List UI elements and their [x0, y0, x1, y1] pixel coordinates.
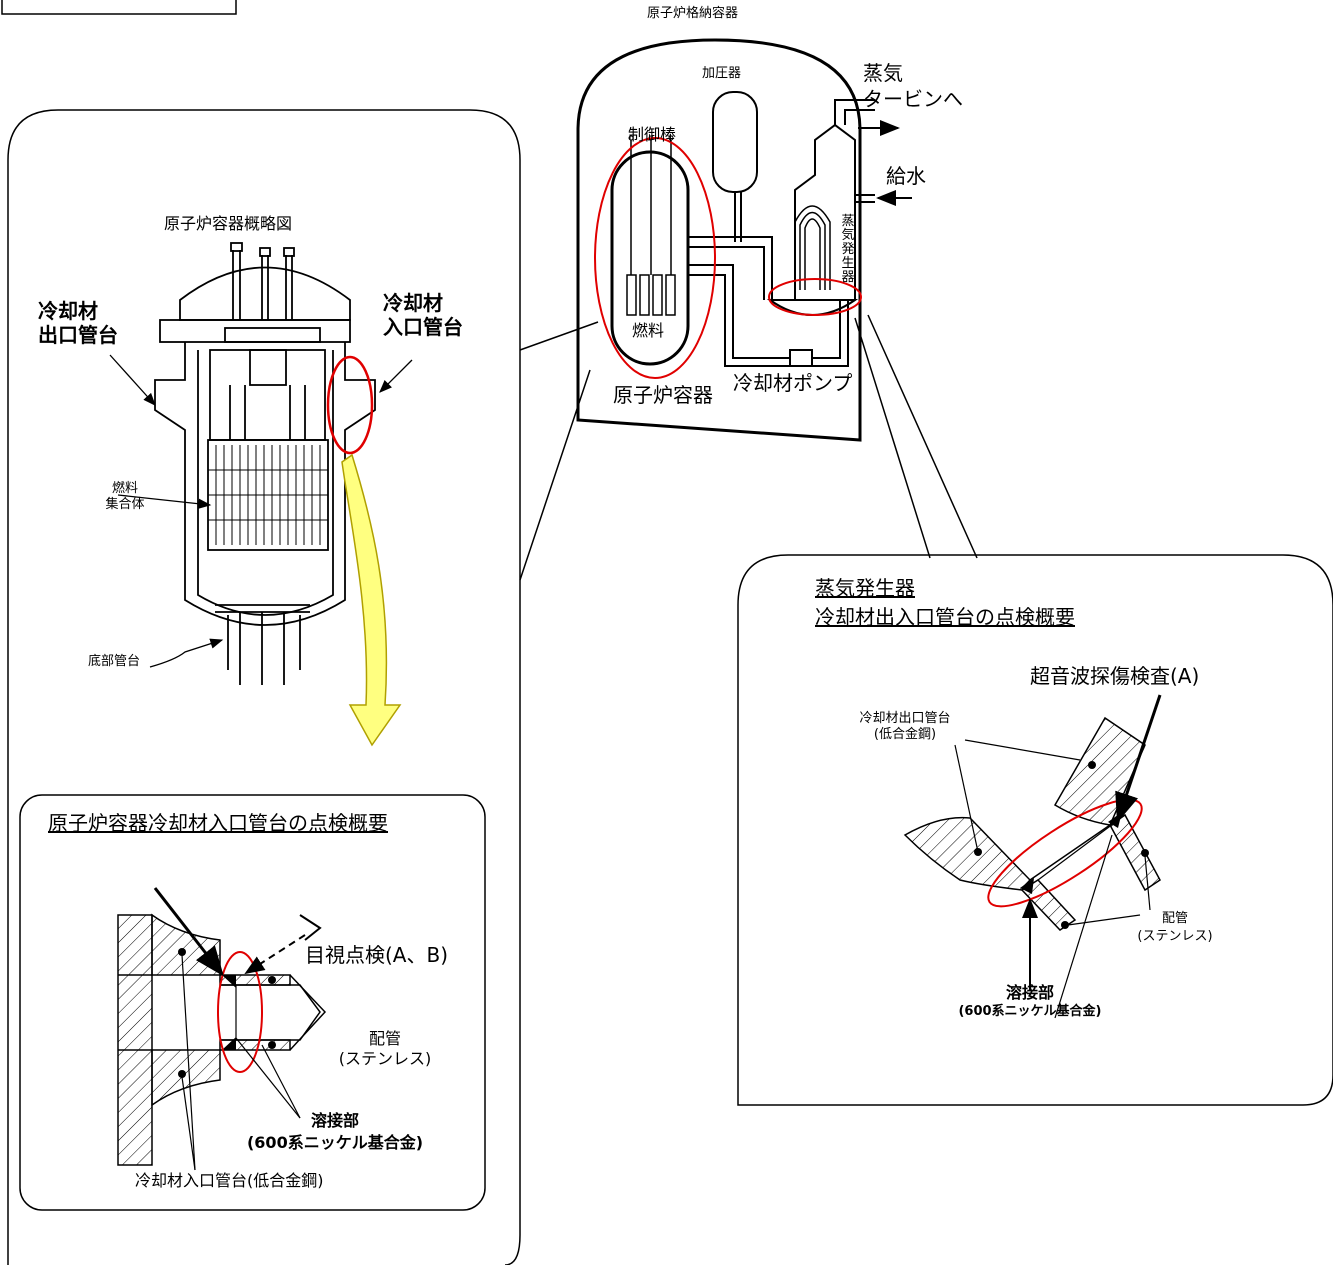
control-rods-label: 制御棒	[628, 126, 676, 144]
fuel-assembly-lines	[208, 445, 328, 545]
outlet-nozzle-line1: 冷却材	[38, 300, 98, 323]
pressurizer-label: 加圧器	[702, 67, 741, 82]
visual-inspection-label: 目視点検(A、B)	[305, 944, 448, 967]
sg-inspection-title-line2: 冷却材出入口管台の点検概要	[815, 606, 1075, 629]
sg-inspection-title-line1: 蒸気発生器	[815, 577, 915, 600]
inlet-nozzle-material: 冷却材入口管台(低合金鋼)	[135, 1172, 324, 1190]
right-panel-frame	[738, 555, 1333, 1105]
reactor-vessel-label: 原子炉容器	[613, 384, 713, 407]
outlet-nozzle-line2: 出口管台	[38, 324, 118, 347]
steam-label: 蒸気	[863, 62, 903, 85]
inlet-weld-line2: (600系ニッケル基合金)	[225, 1134, 445, 1152]
steam-generator-label: 蒸気発生器	[838, 215, 858, 285]
ultrasonic-label: 超音波探傷検査(A)	[1030, 665, 1199, 688]
left-panel-frame	[8, 110, 520, 1265]
vessel-schematic-title: 原子炉容器概略図	[164, 215, 292, 233]
coolant-pump-label: 冷却材ポンプ	[733, 372, 852, 395]
inlet-nozzle-highlight	[328, 357, 372, 453]
sg-outlet-nozzle-line2: (低合金鋼)	[850, 728, 960, 743]
sg-weld-line2: (600系ニッケル基合金)	[920, 1005, 1140, 1020]
leader-lines	[520, 315, 977, 580]
inlet-nozzle-line2: 入口管台	[383, 316, 463, 339]
fuel-assembly-line2: 集合体	[105, 498, 145, 513]
inlet-inspection-title: 原子炉容器冷却材入口管台の点検概要	[48, 812, 388, 835]
inlet-pipe-line2: (ステンレス)	[330, 1050, 440, 1068]
fuel-assembly-line1: 燃料	[105, 482, 145, 497]
sg-section-drawing	[905, 695, 1160, 1018]
sg-pipe-line1: 配管	[1120, 912, 1230, 927]
sg-outlet-nozzle-line1: 冷却材出口管台	[850, 712, 960, 727]
corner-box	[2, 0, 236, 14]
pressurizer-shape	[713, 92, 757, 192]
yellow-curved-arrow	[342, 455, 400, 745]
fuel-label: 燃料	[632, 322, 664, 340]
sg-weld-line1: 溶接部	[920, 984, 1140, 1002]
sg-pipe-line2: (ステンレス)	[1120, 930, 1230, 945]
turbine-label: タービンへ	[863, 88, 963, 111]
inlet-nozzle-line1: 冷却材	[383, 292, 443, 315]
containment-title: 原子炉格納容器	[647, 7, 738, 22]
inlet-weld-line1: 溶接部	[225, 1112, 445, 1130]
inlet-pipe-line1: 配管	[330, 1030, 440, 1048]
bottom-nozzle-label: 底部管台	[88, 655, 140, 670]
feedwater-label: 給水	[886, 165, 926, 188]
